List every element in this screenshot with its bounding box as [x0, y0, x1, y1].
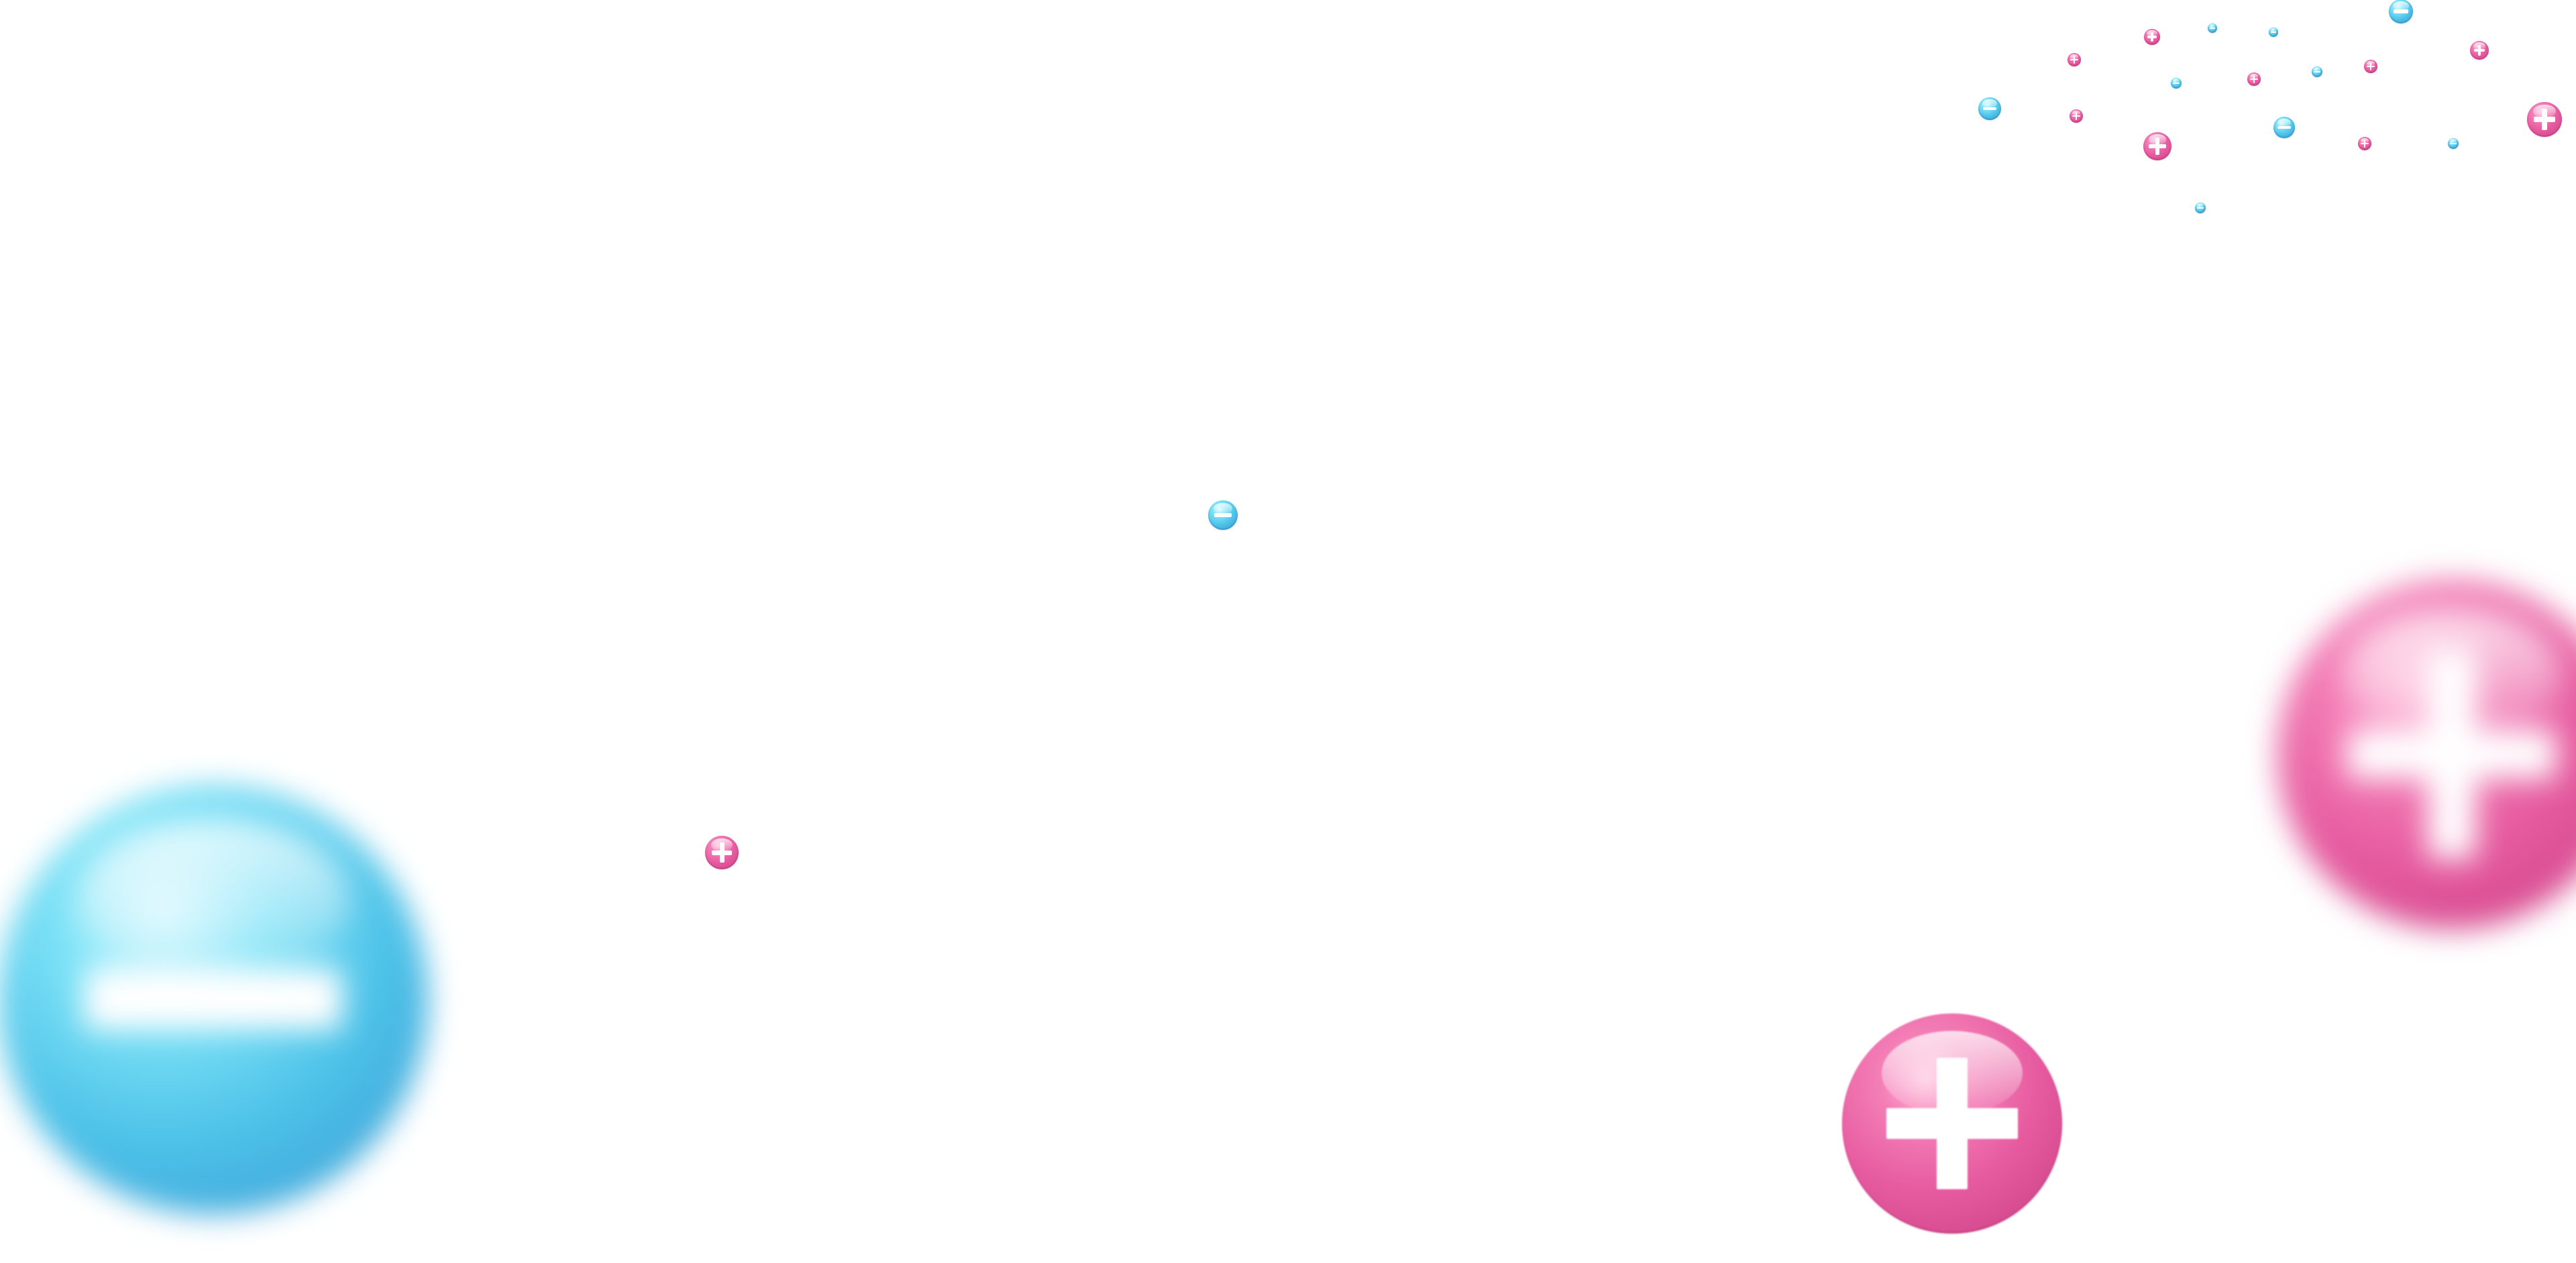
tiny-plus-orb-icon [2143, 132, 2171, 160]
tiny-plus-orb-icon [2358, 137, 2371, 150]
tiny-plus-orb-icon [2527, 102, 2562, 137]
plus-symbol-vertical [2073, 56, 2076, 64]
tiny-plus-orb-icon [2144, 29, 2160, 45]
tiny-plus-orb-icon [2364, 60, 2377, 73]
tiny-minus-orb-icon [2312, 66, 2322, 77]
tiny-minus-orb-icon [2208, 23, 2217, 33]
plus-symbol-vertical [2478, 44, 2481, 56]
tiny-minus-orb-icon [1978, 97, 2001, 120]
minus-symbol [2277, 125, 2291, 129]
tiny-plus-orb-icon [2070, 109, 2083, 123]
tiny-minus-orb-icon [2273, 117, 2295, 138]
tiny-minus-orb-icon [2269, 28, 2278, 37]
minus-symbol [2270, 32, 2277, 33]
minus-symbol [2394, 9, 2408, 13]
tiny-minus-orb-icon [2171, 78, 2182, 89]
plus-symbol-vertical [2075, 112, 2078, 120]
minus-symbol [1982, 107, 1997, 111]
minus-symbol [2197, 207, 2204, 209]
tiny-minus-orb-icon [2448, 138, 2459, 149]
minus-symbol [2314, 70, 2320, 73]
plus-symbol-vertical [719, 842, 724, 863]
large-plus-orb-bottom-icon [1842, 1013, 2062, 1233]
plus-symbol-vertical [2253, 75, 2255, 83]
tiny-minus-orb-icon [2195, 203, 2206, 213]
small-minus-orb-icon [1208, 500, 1238, 530]
minus-symbol [85, 969, 342, 1030]
minus-symbol [2209, 28, 2216, 29]
tiny-plus-orb-icon [2247, 72, 2261, 86]
tiny-plus-orb-icon [2068, 53, 2081, 66]
tiny-plus-orb-icon [2470, 41, 2489, 60]
plus-symbol-vertical [2427, 650, 2477, 859]
large-minus-orb-icon [0, 785, 428, 1214]
minus-symbol [2173, 82, 2180, 85]
tiny-minus-orb-icon [2389, 0, 2413, 23]
plus-symbol-vertical [2363, 140, 2366, 148]
minus-symbol [1214, 512, 1232, 518]
plus-symbol-vertical [1937, 1057, 1968, 1190]
small-plus-orb-icon [705, 836, 739, 869]
plus-symbol-vertical [2155, 138, 2159, 155]
plus-symbol-vertical [2151, 32, 2153, 42]
plus-symbol-vertical [2369, 62, 2372, 70]
plus-symbol-vertical [2542, 109, 2547, 130]
large-plus-orb-right-icon [2277, 580, 2576, 929]
minus-symbol [2450, 142, 2457, 145]
